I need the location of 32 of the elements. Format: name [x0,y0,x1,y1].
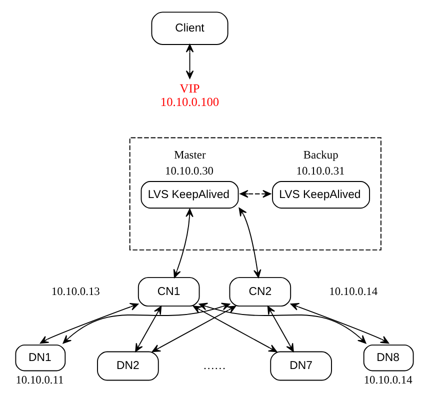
node-box: DN8 [362,344,414,372]
arrow [290,303,389,344]
node-text: VIP 10.10.0.100 [160,81,219,109]
node-label: 10.10.0.11 [15,374,64,387]
node-label: Master [174,149,206,162]
node-box: DN2 [96,351,158,381]
node-label: 10.10.0.31 [296,165,344,178]
node-box: DN7 [270,351,332,381]
node-box: CN2 [228,277,291,307]
arrow [185,44,194,79]
node-box: DN1 [14,344,66,372]
arrow [151,306,236,352]
arrow [39,303,138,344]
node-label: 10.10.0.14 [328,286,378,298]
node-box: CN1 [137,277,200,307]
cluster [128,137,381,250]
node-box: LVS KeepAlived [140,181,238,209]
node-box: Client [150,12,228,45]
node-label: 10.10.0.14 [363,374,412,387]
arrow [62,302,230,344]
arrow [134,306,162,352]
arrow [239,190,271,198]
node-label: 10.10.0.30 [164,165,214,178]
node-box: LVS KeepAlived [272,181,370,209]
arrow [238,208,261,278]
label: …… [202,360,226,372]
arrow [192,306,277,352]
arrow [266,306,294,352]
arrow [172,208,193,278]
node-label: Backup [302,149,338,162]
node-label: 10.10.0.13 [50,286,100,298]
arrow [198,302,366,344]
